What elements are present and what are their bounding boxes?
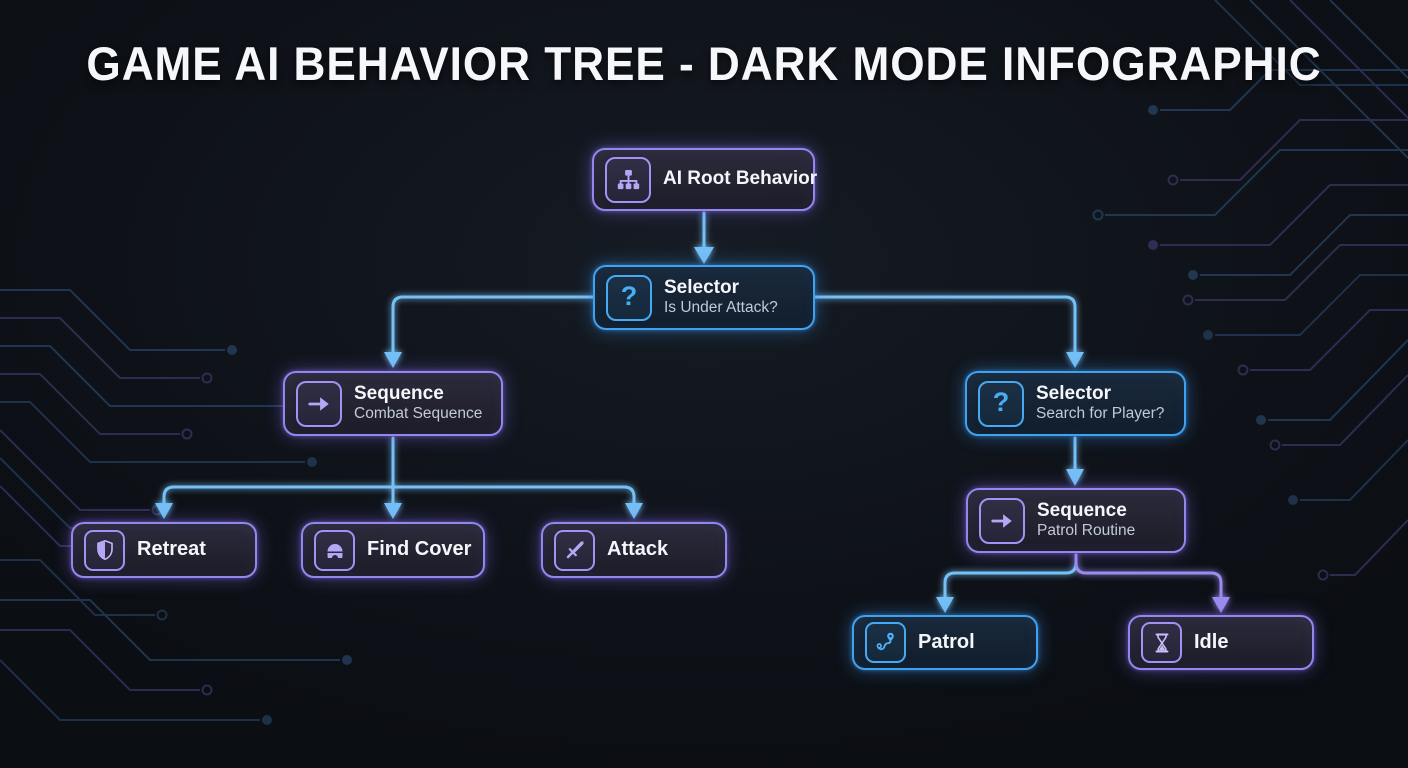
- node-idle: Idle: [1128, 615, 1314, 670]
- node-labels: Find Cover: [367, 538, 471, 562]
- node-ai-root: AI Root Behavior: [592, 148, 818, 211]
- node-title: Attack: [607, 538, 669, 561]
- arrow-right-icon: [296, 380, 342, 427]
- node-retreat: Retreat: [71, 522, 257, 578]
- node-patrol: Patrol: [852, 615, 1038, 670]
- node-labels: Attack: [607, 538, 668, 562]
- node-labels: Sequence Patrol Routine: [1037, 500, 1135, 541]
- node-sequence-patrol: Sequence Patrol Routine: [966, 488, 1186, 553]
- arrow-right-icon: [979, 497, 1025, 544]
- dome-cover-icon: [314, 529, 355, 571]
- node-labels: Retreat: [137, 538, 206, 562]
- node-title: Selector: [1036, 382, 1111, 404]
- node-labels: Idle: [1194, 631, 1228, 655]
- node-subtitle: Patrol Routine: [1037, 522, 1136, 540]
- node-labels: Selector Is Under Attack?: [664, 277, 778, 318]
- node-title: Idle: [1194, 630, 1229, 653]
- node-labels: Sequence Combat Sequence: [354, 383, 482, 424]
- question-glyph: ?: [620, 281, 638, 311]
- sword-icon: [554, 529, 595, 571]
- node-title: Patrol: [918, 630, 975, 653]
- node-selector-search-player: ? Selector Search for Player?: [965, 371, 1186, 436]
- page-title: GAME AI BEHAVIOR TREE - DARK MODE INFOGR…: [86, 37, 1322, 90]
- node-subtitle: Search for Player?: [1036, 405, 1165, 423]
- node-subtitle: Combat Sequence: [354, 405, 483, 423]
- question-icon: ?: [978, 380, 1024, 427]
- node-title: Retreat: [137, 538, 206, 561]
- shield-icon: [84, 529, 125, 571]
- node-sequence-combat: Sequence Combat Sequence: [283, 371, 503, 436]
- question-glyph: ?: [992, 387, 1010, 417]
- route-icon: [865, 622, 906, 663]
- question-icon: ?: [606, 274, 652, 321]
- node-subtitle: Is Under Attack?: [664, 299, 778, 317]
- hourglass-icon: [1141, 622, 1182, 663]
- node-title: Find Cover: [367, 538, 472, 561]
- node-attack: Attack: [541, 522, 727, 578]
- node-labels: Selector Search for Player?: [1036, 383, 1164, 424]
- node-find-cover: Find Cover: [301, 522, 485, 578]
- node-title: AI Root Behavior: [663, 168, 818, 190]
- node-labels: AI Root Behavior: [663, 168, 818, 190]
- node-selector-under-attack: ? Selector Is Under Attack?: [593, 265, 815, 330]
- node-title: Selector: [664, 276, 739, 298]
- node-labels: Patrol: [918, 631, 975, 655]
- node-title: Sequence: [1037, 499, 1127, 521]
- hierarchy-icon: [605, 156, 651, 203]
- node-title: Sequence: [354, 382, 444, 404]
